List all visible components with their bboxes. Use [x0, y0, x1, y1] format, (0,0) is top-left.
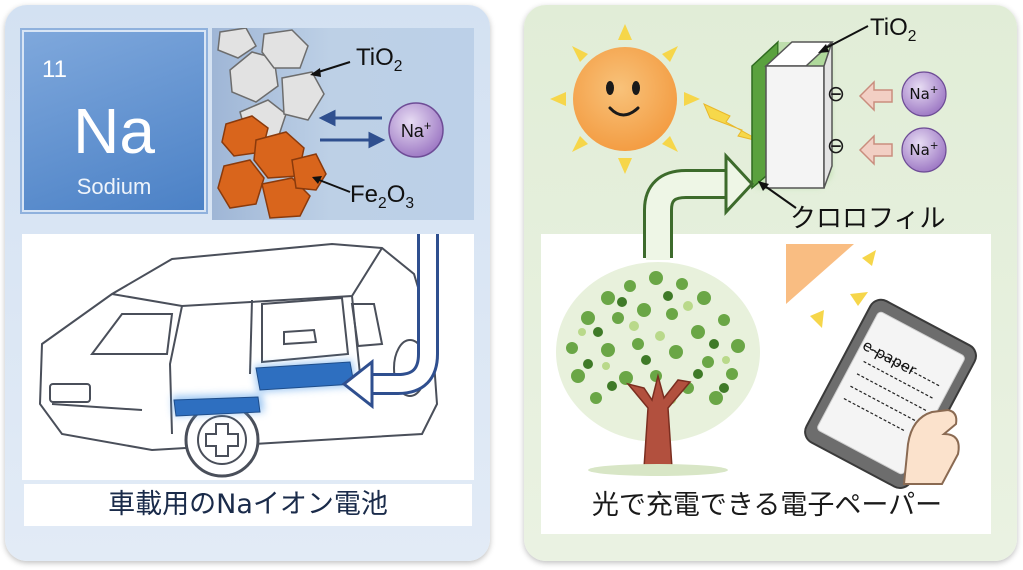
element-name: Sodium [76, 174, 152, 199]
tree-canopy [556, 262, 760, 442]
tio2-pointer [818, 25, 869, 53]
battery-pack [173, 361, 355, 417]
element-symbol: Na [73, 95, 155, 167]
small-sun-icon [786, 244, 876, 328]
front-wheel [184, 402, 260, 478]
tree-trunk [625, 373, 692, 469]
left-caption: 車載用のNaイオン電池 [24, 484, 472, 526]
right-caption: 光で充電できる電子ペーパー [591, 490, 943, 521]
electrode-material-inset [212, 28, 474, 220]
hand-illustration [902, 408, 960, 485]
tio2-cell-label: TiO2 [870, 14, 917, 45]
negative-charge-icon: ⊖ [826, 82, 846, 107]
na-ion-label-2: Na+ [909, 140, 939, 159]
ion-inflow-arrows [858, 80, 893, 166]
na-ion-icons [901, 71, 947, 173]
lightning-icon [703, 103, 763, 143]
chlorophyll-label: クロロフィル [790, 204, 946, 234]
e-paper-tablet [804, 298, 977, 489]
na-ion-label: Na+ [400, 119, 432, 141]
fe2o3-pointer-line [313, 177, 351, 193]
tio2-label: TiO2 [356, 44, 403, 75]
car-illustration [22, 234, 474, 480]
element-atomic-number: 11 [42, 56, 67, 83]
tree-illustration [556, 262, 760, 476]
na-ion-label-1: Na+ [909, 84, 939, 103]
sodium-element-tile: 11 Na Sodium [22, 30, 206, 212]
sodium-ion-bubble [388, 102, 444, 158]
fe2o3-particles [217, 115, 327, 219]
ion-flow-arrows [318, 109, 386, 149]
energy-flow-arrow [643, 152, 755, 260]
fe2o3-label: Fe2O3 [350, 181, 415, 212]
insertion-arrow-head [341, 358, 374, 410]
chlorophyll-pointer [758, 181, 797, 209]
sun-icon [550, 24, 700, 174]
tio2-cell-block [751, 40, 834, 190]
tree-ground [588, 464, 728, 476]
negative-charge-icon: ⊖ [826, 134, 846, 159]
